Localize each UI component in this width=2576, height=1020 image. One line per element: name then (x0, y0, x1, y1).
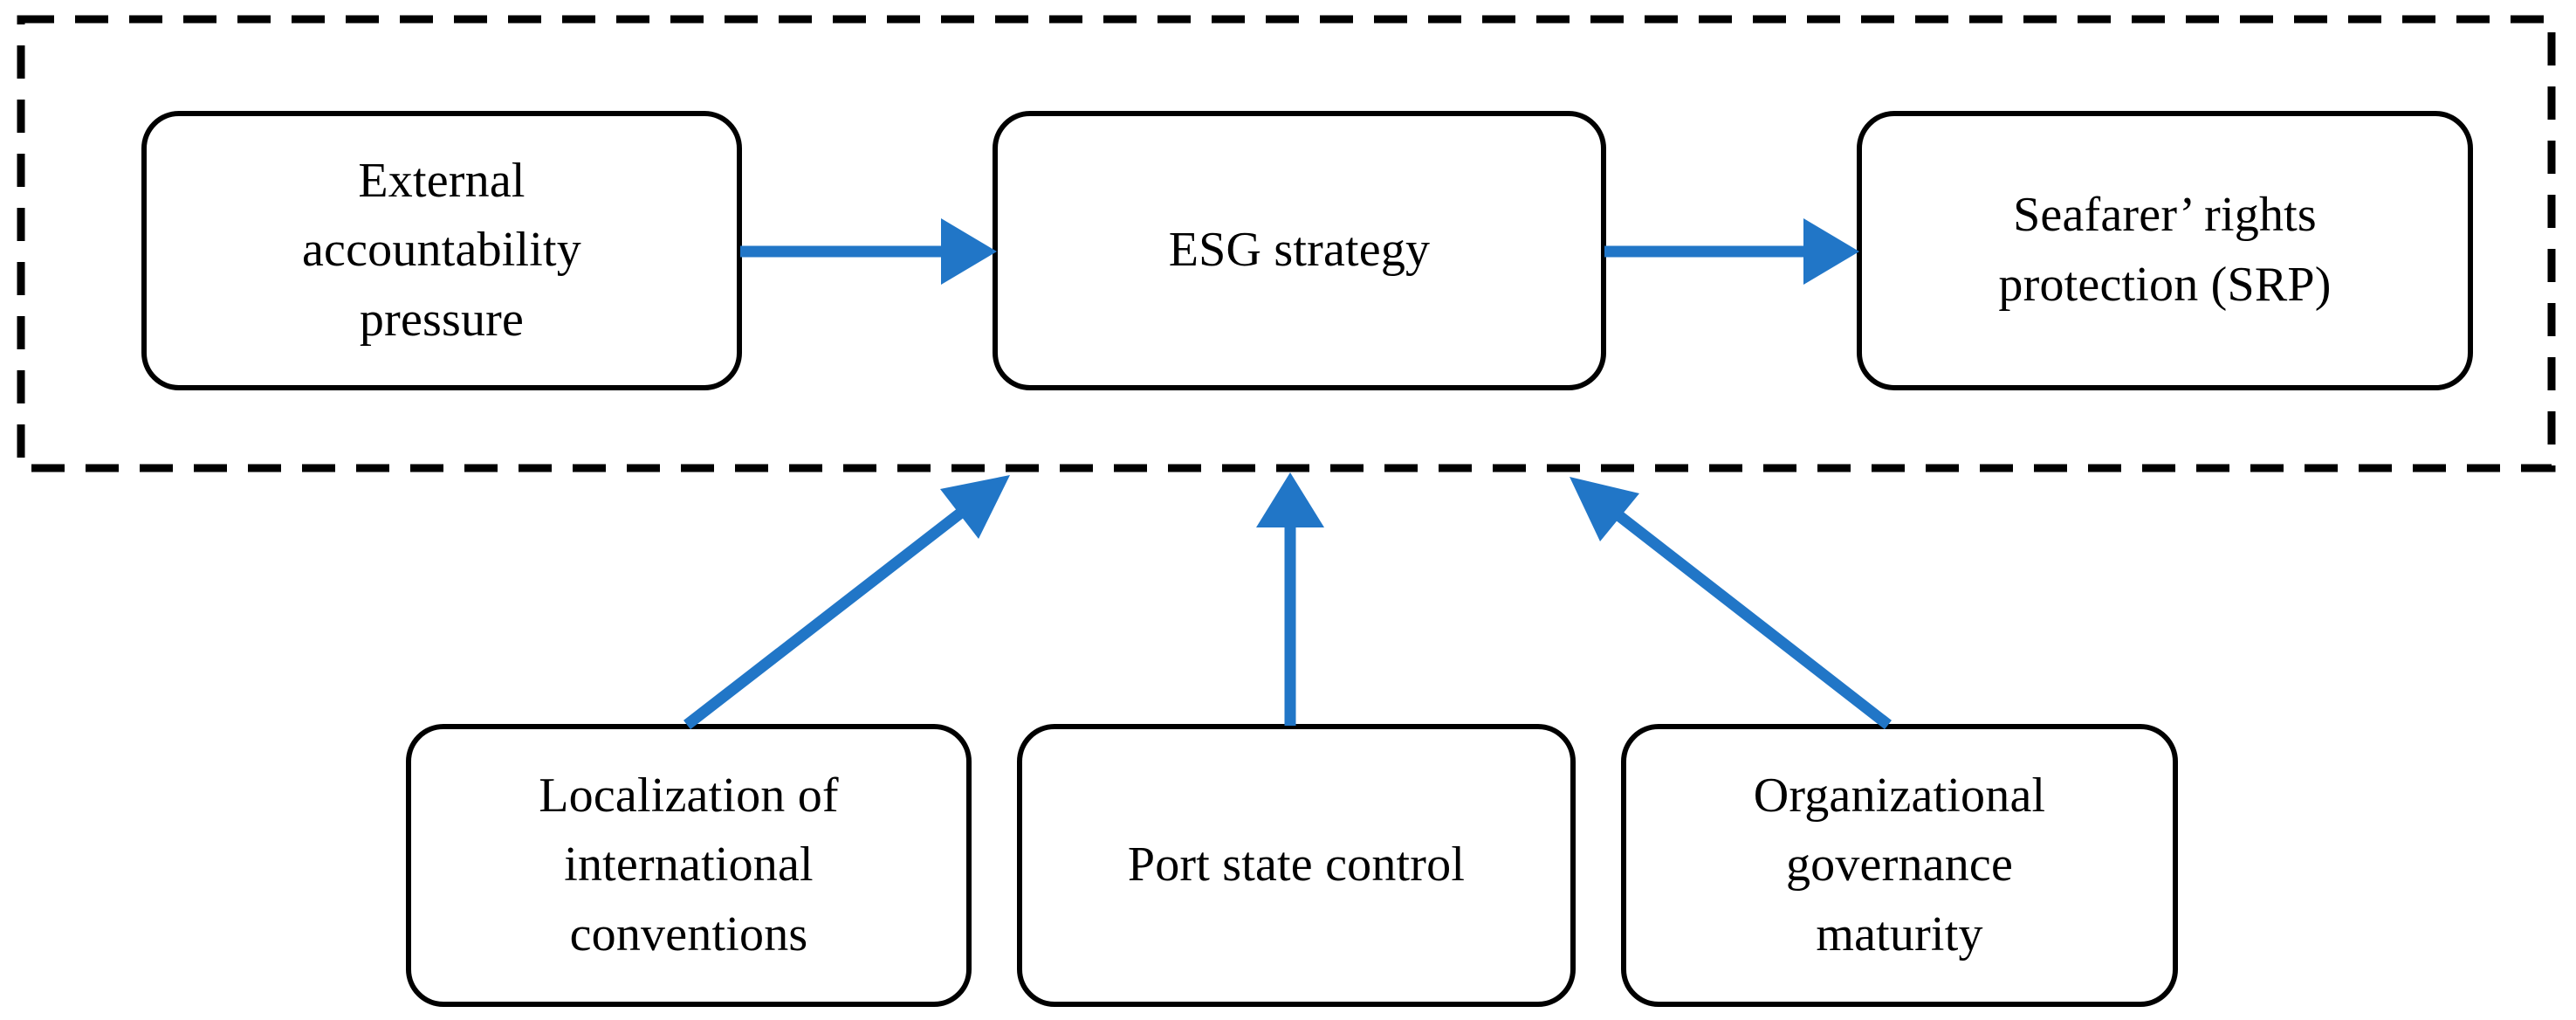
edge-pressure-to-strategy-arrow (740, 218, 997, 285)
node-organizational-governance-maturity[interactable] (1621, 724, 2178, 1007)
edge-governance-to-boundary-arrow (1570, 477, 1892, 730)
node-seafarer-rights-protection[interactable] (1857, 111, 2473, 390)
node-localization-of-international-conventions[interactable] (406, 724, 972, 1007)
edge-port-state-control-to-boundary-arrow (1256, 472, 1324, 726)
node-port-state-control[interactable] (1017, 724, 1576, 1007)
edge-localization-to-boundary-arrow (683, 475, 1010, 730)
edge-strategy-to-srp-arrow (1604, 218, 1859, 285)
node-esg-strategy[interactable] (993, 111, 1606, 390)
core-model-boundary (17, 15, 2556, 472)
node-external-accountability-pressure[interactable] (141, 111, 742, 390)
